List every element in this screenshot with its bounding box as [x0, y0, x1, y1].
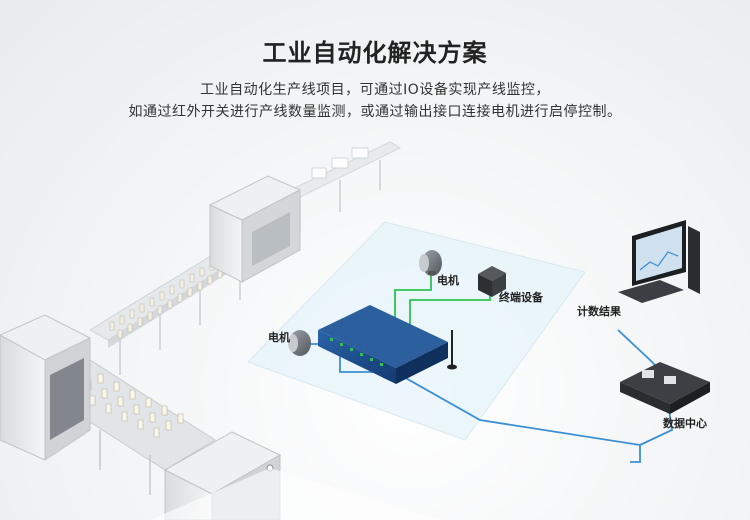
- machine-top: [208, 175, 302, 283]
- label-data-center: 数据中心: [663, 417, 707, 430]
- terminal-device-icon: [478, 266, 506, 297]
- label-motor-top: 电机: [437, 274, 459, 287]
- sensor-beam: [150, 468, 440, 520]
- data-center-icon: [620, 362, 710, 414]
- label-terminal-device: 终端设备: [499, 291, 543, 304]
- machine-left: [0, 314, 92, 461]
- io-module-icon: [318, 305, 457, 384]
- page-title: 工业自动化解决方案: [262, 39, 488, 67]
- label-count-result: 计数结果: [577, 305, 621, 318]
- subtitle-line-1: 工业自动化生产线项目，可通过IO设备实现产线监控，: [200, 82, 550, 98]
- motor-top-icon: [419, 250, 442, 276]
- label-motor-left: 电机: [268, 331, 290, 344]
- motor-left-icon: [288, 330, 311, 356]
- computer-icon: [618, 220, 700, 303]
- subtitle-line-2: 如通过红外开关进行产线数量监测，或通过输出接口连接电机进行启停控制。: [128, 104, 622, 120]
